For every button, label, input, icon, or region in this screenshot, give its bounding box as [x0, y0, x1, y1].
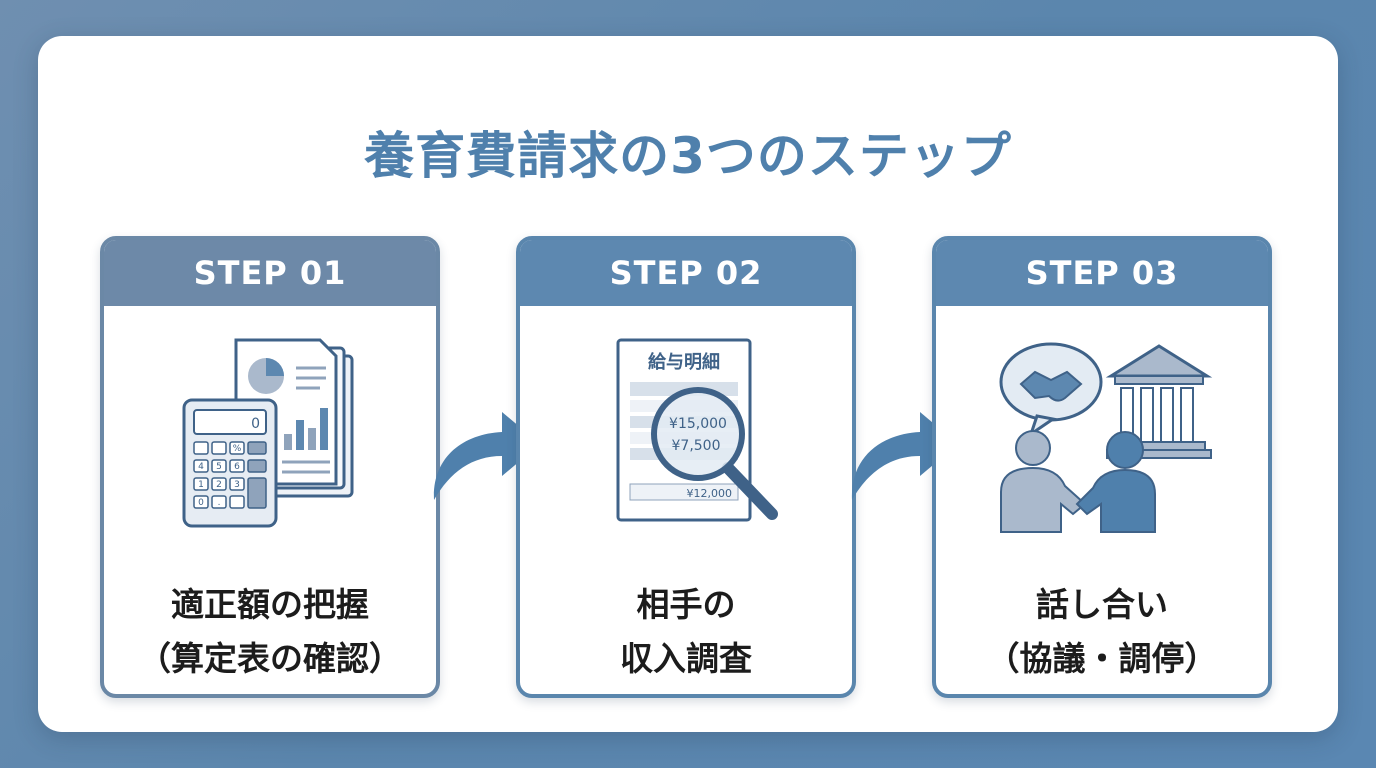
calc-key-2: 2: [216, 480, 222, 490]
payslip-amount-2: ¥7,500: [672, 438, 721, 454]
step-label-03-line1: 話し合い: [1036, 585, 1168, 624]
calc-key-5: 5: [216, 462, 222, 472]
step-label-01: 適正額の把握 （算定表の確認）: [104, 578, 436, 686]
step-label-02-line1: 相手の: [636, 585, 736, 624]
calc-key-1: 1: [198, 480, 204, 490]
payslip-amount-1: ¥15,000: [669, 416, 727, 432]
step-card-03: STEP 03: [932, 236, 1272, 698]
page-title: 養育費請求の3つのステップ: [364, 127, 1012, 185]
step-label-01-line1: 適正額の把握: [171, 585, 369, 624]
step-label-03: 話し合い （協議・調停）: [936, 578, 1268, 686]
step-label-01-line2: （算定表の確認）: [138, 639, 402, 678]
step-card-02: STEP 02 給与明細 ¥12,000 ¥15,000 ¥7,500 相手の: [516, 236, 856, 698]
payslip-title: 給与明細: [648, 351, 720, 373]
calc-key-4: 4: [198, 462, 204, 472]
payslip-magnifier-icon: 給与明細 ¥12,000 ¥15,000 ¥7,500: [520, 336, 852, 536]
calculator-display: 0: [251, 416, 260, 432]
step-label-02: 相手の 収入調査: [520, 578, 852, 686]
calc-key-dot: .: [218, 498, 221, 508]
calc-key-6: 6: [234, 462, 240, 472]
step-header-02: STEP 02: [520, 240, 852, 306]
calc-key-3: 3: [234, 480, 240, 490]
calc-key-percent: %: [233, 444, 242, 454]
main-panel: 養育費請求の3つのステップ STEP 01: [38, 36, 1338, 732]
step-header-01: STEP 01: [104, 240, 436, 306]
negotiation-court-icon: [936, 336, 1268, 536]
calculator-document-icon: 0: [104, 336, 436, 536]
arrow-right-icon: [851, 412, 958, 500]
step-label-02-line2: 収入調査: [620, 639, 752, 678]
step-label-03-line2: （協議・調停）: [986, 639, 1218, 678]
calc-key-0: 0: [198, 498, 204, 508]
arrow-right-icon: [433, 412, 540, 500]
payslip-amount-3: ¥12,000: [687, 487, 733, 500]
step-card-01: STEP 01: [100, 236, 440, 698]
step-header-03: STEP 03: [936, 240, 1268, 306]
